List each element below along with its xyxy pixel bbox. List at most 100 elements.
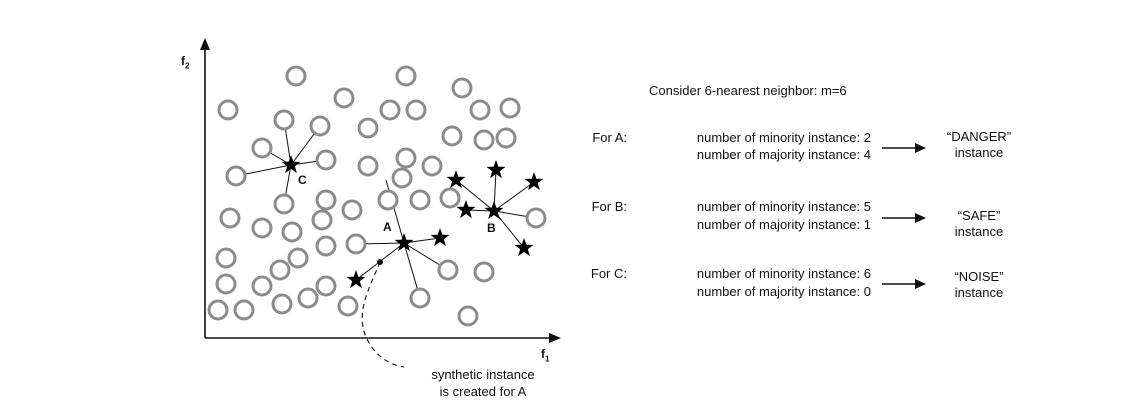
majority-instance-circle	[251, 275, 273, 297]
row-a-prefix: For A:	[592, 130, 627, 145]
majority-instance-circle	[345, 233, 367, 255]
synthetic-caption-line2: is created for A	[439, 384, 527, 399]
majority-instance-circle	[269, 259, 291, 281]
row-a-result-line1: “DANGER”	[946, 129, 1012, 144]
majority-instance-circle	[457, 305, 479, 327]
point-label-c: C	[298, 173, 307, 187]
arrow-c	[882, 279, 926, 289]
row-c-result-line2: instance	[954, 285, 1004, 300]
majority-instance-circle	[421, 155, 443, 177]
majority-instance-circle	[217, 99, 239, 121]
synthetic-caption-line1: synthetic instance	[431, 367, 535, 382]
majority-instance-circle	[315, 235, 337, 257]
majority-instance-circle	[439, 187, 461, 209]
majority-instance-circle	[273, 193, 295, 215]
majority-instance-circle	[337, 295, 359, 317]
row-a-result-line2: instance	[954, 145, 1004, 160]
row-c-line2: number of majority instance: 0	[696, 284, 871, 299]
row-b-line2: number of majority instance: 1	[696, 217, 871, 232]
majority-instance-circle	[495, 127, 517, 149]
minority-instance-star	[514, 238, 534, 257]
row-c-result: “NOISE” instance	[924, 269, 1034, 301]
point-label-a: A	[383, 220, 392, 234]
majority-instance-circle	[309, 115, 331, 137]
majority-instance-circle	[207, 299, 229, 321]
majority-instance-circle	[285, 65, 307, 87]
majority-instance-circle	[251, 137, 273, 159]
majority-instance-circle	[219, 207, 241, 229]
majority-instance-circle	[333, 87, 355, 109]
majority-instance-circle	[377, 189, 399, 211]
majority-instance-circle	[469, 99, 491, 121]
row-a-line2: number of majority instance: 4	[696, 147, 871, 162]
neighbor-line	[455, 179, 495, 212]
majority-instance-circle	[357, 155, 379, 177]
minority-instance-star	[456, 200, 476, 219]
majority-instance-circle	[441, 125, 463, 147]
majority-instance-circle	[405, 99, 427, 121]
majority-instance-circle	[409, 287, 431, 309]
majority-instance-circle	[409, 189, 431, 211]
row-c-result-line1: “NOISE”	[954, 269, 1004, 284]
majority-instance-circle	[473, 261, 495, 283]
minority-instance-star	[486, 160, 506, 179]
majority-instance-circle	[271, 293, 293, 315]
majority-instance-circle	[281, 221, 303, 243]
majority-instance-circle	[233, 299, 255, 321]
majority-instance-circle	[391, 167, 413, 189]
majority-instance-circle	[215, 247, 237, 269]
majority-instance-circle	[311, 209, 333, 231]
majority-instance-circle	[315, 149, 337, 171]
point-label-b: B	[487, 221, 496, 235]
row-b-result: “SAFE” instance	[924, 208, 1034, 240]
majority-instance-circle	[525, 207, 547, 229]
minority-instance-star	[346, 270, 366, 289]
row-b-prefix: For B:	[591, 199, 627, 214]
minority-instance-star-b	[484, 201, 504, 220]
majority-instance-circle	[315, 189, 337, 211]
majority-instance-circle	[297, 287, 319, 309]
x-axis-label: f1	[541, 347, 550, 364]
row-c-line1: number of minority instance: 6	[696, 266, 871, 281]
row-b-line1: number of minority instance: 5	[696, 199, 871, 214]
synthetic-dashed-curve	[361, 261, 405, 368]
majority-instance-circle	[499, 97, 521, 119]
majority-instance-circle	[273, 109, 295, 131]
minority-instance-star-a	[394, 233, 414, 252]
x-axis-arrowhead	[549, 333, 561, 343]
explanation-header: Consider 6-nearest neighbor: m=6	[649, 83, 847, 98]
synthetic-caption: synthetic instance is created for A	[408, 366, 558, 400]
majority-instance-circle	[473, 129, 495, 151]
majority-instance-circle	[315, 275, 337, 297]
minority-instance-star	[430, 228, 450, 247]
minority-instances	[281, 155, 544, 289]
majority-instance-circle	[451, 77, 473, 99]
majority-instance-circle	[395, 65, 417, 87]
axes	[200, 38, 561, 343]
majority-instance-circle	[437, 259, 459, 281]
majority-instance-circle	[357, 117, 379, 139]
arrow-b	[882, 213, 926, 223]
majority-instance-circle	[341, 199, 363, 221]
minority-instance-star	[524, 172, 544, 191]
arrow-a	[882, 143, 926, 153]
majority-instance-circle	[215, 273, 237, 295]
majority-instance-circle	[287, 247, 309, 269]
majority-instance-circle	[225, 165, 247, 187]
majority-instance-circle	[251, 217, 273, 239]
row-a-line1: number of minority instance: 2	[696, 130, 871, 145]
synthetic-instance-annotation	[361, 259, 405, 368]
minority-instance-star	[446, 170, 466, 189]
row-b-result-line1: “SAFE”	[957, 208, 1001, 223]
neighbor-line	[493, 181, 535, 212]
row-b-result-line2: instance	[954, 224, 1004, 239]
minority-instance-star-c	[281, 155, 301, 174]
row-c-prefix: For C:	[590, 266, 627, 281]
y-axis-label: f2	[181, 54, 190, 71]
row-a-result: “DANGER” instance	[924, 129, 1034, 161]
y-axis-arrowhead	[200, 38, 210, 50]
synthetic-instance-dot	[377, 259, 383, 265]
majority-instance-circle	[379, 99, 401, 121]
majority-instance-circle	[395, 147, 417, 169]
